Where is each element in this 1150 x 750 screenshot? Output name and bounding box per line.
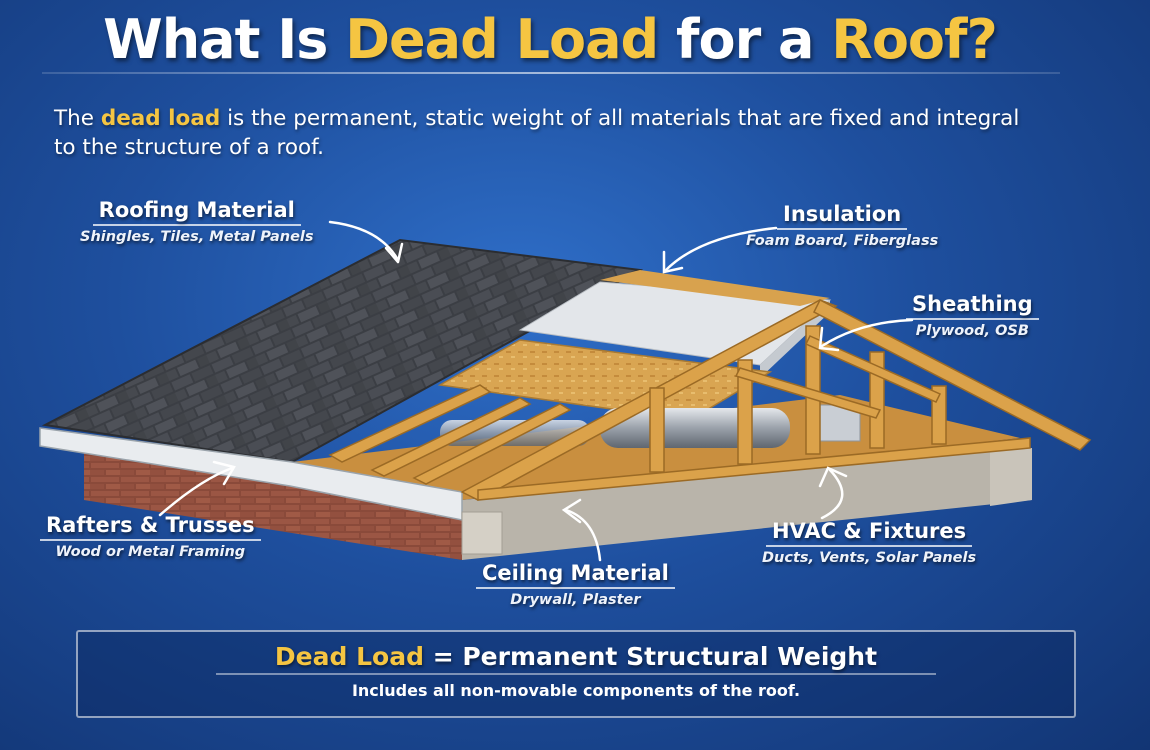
label-roofing-material-name: Roofing Material <box>92 198 301 226</box>
title-highlight-dead-load: Dead Load <box>345 8 659 71</box>
rafters-and-trusses <box>328 298 1092 501</box>
label-rafters-trusses: Rafters & Trusses Wood or Metal Framing <box>40 513 261 560</box>
intro-highlight: dead load <box>100 106 221 131</box>
intro-part-2: is the permanent, static weight of all m… <box>54 106 1020 160</box>
title-part-2: for a <box>658 8 832 71</box>
label-insulation: Insulation Foam Board, Fiberglass <box>746 202 938 249</box>
title-part-1: What Is <box>103 8 346 71</box>
callout-arrows <box>158 220 914 562</box>
summary-equation: Dead Load = Permanent Structural Weight <box>78 642 1074 671</box>
foundation <box>461 511 503 555</box>
label-rafters-trusses-sub: Wood or Metal Framing <box>55 544 246 560</box>
label-roofing-material-sub: Shingles, Tiles, Metal Panels <box>80 229 314 245</box>
label-hvac-fixtures: HVAC & Fixtures Ducts, Vents, Solar Pane… <box>762 519 976 566</box>
label-roofing-material: Roofing Material Shingles, Tiles, Metal … <box>80 198 314 245</box>
title-highlight-roof: Roof? <box>831 8 998 71</box>
label-ceiling-material-name: Ceiling Material <box>476 561 675 589</box>
summary-divider <box>216 673 936 675</box>
label-hvac-fixtures-name: HVAC & Fixtures <box>765 519 973 547</box>
label-insulation-name: Insulation <box>777 202 908 230</box>
intro-text: The dead load is the permanent, static w… <box>54 104 1034 162</box>
summary-note: Includes all non-movable components of t… <box>351 681 801 700</box>
sheathing-board <box>437 339 773 421</box>
page-title: What Is Dead Load for a Roof? <box>0 8 1100 71</box>
label-rafters-trusses-name: Rafters & Trusses <box>40 513 261 541</box>
label-ceiling-material-sub: Drywall, Plaster <box>510 592 641 608</box>
intro-part-1: The <box>54 106 101 131</box>
label-ceiling-material: Ceiling Material Drywall, Plaster <box>476 561 675 608</box>
label-insulation-sub: Foam Board, Fiberglass <box>746 233 939 249</box>
label-sheathing-name: Sheathing <box>906 292 1039 320</box>
label-sheathing: Sheathing Plywood, OSB <box>906 292 1039 339</box>
label-hvac-fixtures-sub: Ducts, Vents, Solar Panels <box>762 550 977 566</box>
summary-equation-text: = Permanent Structural Weight <box>423 642 878 671</box>
summary-highlight: Dead Load <box>274 642 424 671</box>
label-sheathing-sub: Plywood, OSB <box>915 323 1029 339</box>
title-divider <box>42 72 1060 74</box>
summary-box: Dead Load = Permanent Structural Weight … <box>76 630 1076 718</box>
house-wall <box>84 440 1032 560</box>
sheathing-top <box>600 270 830 306</box>
